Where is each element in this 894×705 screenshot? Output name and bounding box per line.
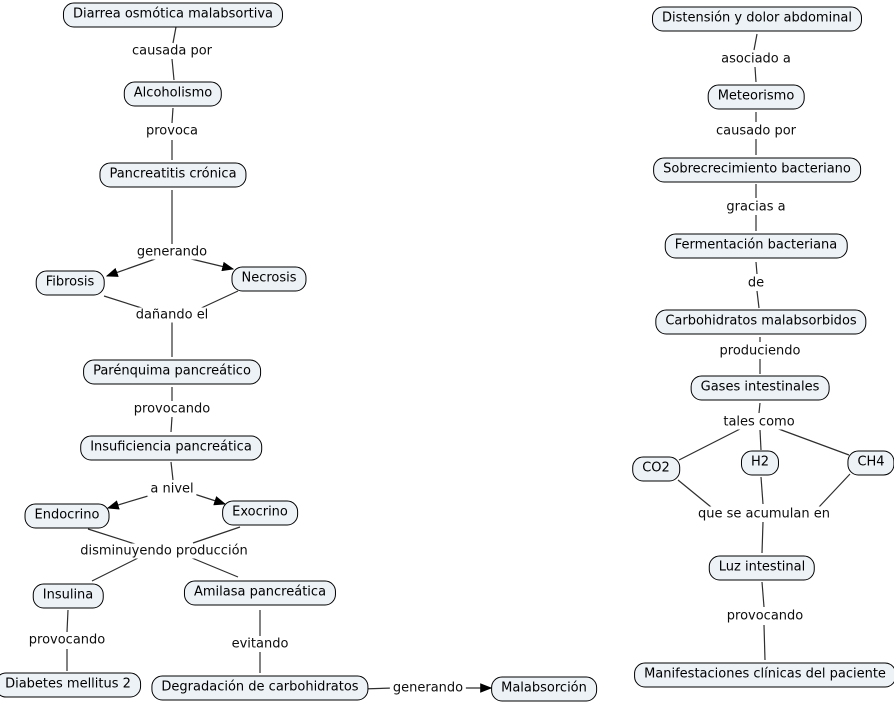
edge-line — [761, 521, 764, 554]
linking-phrase-asociado-a[interactable]: asociado a — [718, 51, 794, 67]
edge-line — [759, 429, 762, 451]
edge-line — [753, 33, 758, 51]
edge-line — [171, 107, 174, 124]
concept-node-luz[interactable]: Luz intestinal — [708, 555, 816, 581]
linking-phrase-danando-el[interactable]: dañando el — [132, 307, 212, 323]
concept-node-necrosis[interactable]: Necrosis — [231, 266, 307, 292]
concept-node-insuficiencia[interactable]: Insuficiencia pancreática — [80, 435, 262, 461]
linking-phrase-evitando[interactable]: evitando — [228, 636, 292, 652]
edge-line — [775, 427, 850, 456]
edge-line — [170, 416, 173, 433]
concept-node-gases[interactable]: Gases intestinales — [690, 375, 830, 401]
concept-node-endocrino[interactable]: Endocrino — [24, 503, 110, 529]
edge-line — [171, 58, 175, 81]
linking-phrase-provocando-r[interactable]: provocando — [723, 608, 807, 624]
concept-node-degradacion[interactable]: Degradación de carbohidratos — [151, 675, 369, 701]
concept-node-fibrosis[interactable]: Fibrosis — [35, 270, 105, 296]
edge-line — [818, 473, 851, 508]
concept-node-manifestaciones[interactable]: Manifestaciones clínicas del paciente — [634, 662, 894, 688]
edge-line — [678, 427, 743, 461]
edge-line — [756, 290, 760, 309]
edge-line — [760, 476, 764, 505]
linking-phrase-gracias-a[interactable]: gracias a — [723, 199, 789, 215]
edge-line — [677, 479, 712, 508]
concept-node-distension[interactable]: Distensión y dolor abdominal — [651, 6, 863, 32]
concept-node-fermentacion[interactable]: Fermentación bacteriana — [664, 233, 848, 259]
concept-node-malabsorcion[interactable]: Malabsorción — [491, 676, 597, 702]
concept-node-diarrea[interactable]: Diarrea osmótica malabsortiva — [62, 2, 284, 28]
concept-node-exocrino[interactable]: Exocrino — [222, 500, 298, 526]
concept-node-amilasa[interactable]: Amilasa pancreática — [183, 580, 337, 606]
edge-line — [763, 624, 766, 661]
concept-node-insulina[interactable]: Insulina — [32, 583, 104, 609]
edge-line — [170, 461, 174, 481]
linking-phrase-a-nivel[interactable]: a nivel — [147, 481, 197, 497]
linking-phrase-de[interactable]: de — [744, 275, 768, 291]
concept-node-meteorismo[interactable]: Meteorismo — [707, 84, 805, 110]
concept-node-diabetes[interactable]: Diabetes mellitus 2 — [0, 672, 141, 698]
concept-node-parenquima[interactable]: Parénquima pancreático — [83, 359, 261, 385]
edge-line — [196, 290, 239, 311]
edge-line — [755, 261, 758, 275]
concept-node-co2[interactable]: CO2 — [632, 456, 680, 482]
concept-node-alcoholismo[interactable]: Alcoholismo — [123, 81, 223, 107]
concept-node-ch4[interactable]: CH4 — [847, 450, 894, 476]
edge-line — [172, 26, 177, 44]
edge-line — [191, 557, 239, 578]
edge-line — [754, 66, 757, 83]
edge-line — [87, 528, 139, 546]
edge-line — [192, 526, 241, 544]
linking-phrase-acumulan[interactable]: que se acumulan en — [695, 506, 833, 522]
edge-line — [91, 557, 139, 582]
edge-line-arrow — [105, 257, 159, 277]
concept-node-h2[interactable]: H2 — [740, 450, 780, 476]
linking-phrase-causado-por[interactable]: causado por — [713, 123, 799, 139]
concept-node-carbohidratos[interactable]: Carbohidratos malabsorbidos — [655, 309, 867, 335]
edge-line — [758, 402, 761, 414]
edge-line-arrow — [186, 257, 235, 272]
linking-phrase-tales-como[interactable]: tales como — [720, 414, 798, 430]
linking-phrase-provocando-2[interactable]: provocando — [25, 632, 109, 648]
linking-phrase-generando-1[interactable]: generando — [133, 244, 211, 260]
concept-node-pancreatitis[interactable]: Pancreatitis crónica — [99, 162, 247, 188]
linking-phrase-generando-2[interactable]: generando — [389, 680, 467, 696]
linking-phrase-provocando-1[interactable]: provocando — [130, 401, 214, 417]
linking-phrase-disminuyendo[interactable]: disminuyendo producción — [77, 543, 251, 559]
linking-phrase-provoca[interactable]: provoca — [142, 123, 202, 139]
linking-phrase-produciendo[interactable]: produciendo — [716, 343, 804, 359]
edge-line — [761, 581, 765, 608]
edge-line — [66, 609, 69, 633]
concept-node-sobrecrecimiento[interactable]: Sobrecrecimiento bacteriano — [653, 157, 861, 183]
linking-phrase-causada-por[interactable]: causada por — [129, 43, 215, 59]
